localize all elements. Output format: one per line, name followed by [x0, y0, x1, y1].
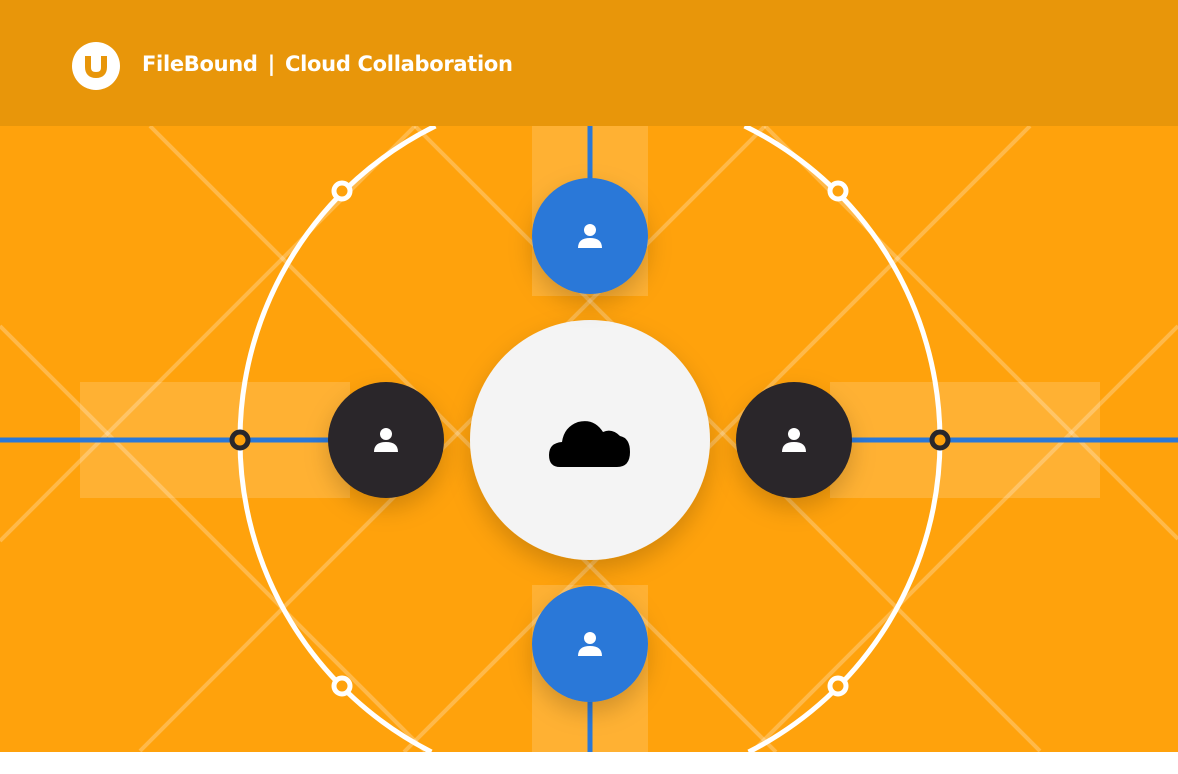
brand-logo	[72, 42, 120, 90]
brand-name: FileBound	[142, 52, 258, 76]
collaboration-diagram	[0, 126, 1178, 752]
logo-u-icon	[85, 56, 107, 78]
user-node-bottom	[532, 586, 648, 702]
subtitle: Cloud Collaboration	[285, 52, 513, 76]
user-node-right	[736, 382, 852, 498]
ring-node-left	[229, 429, 251, 451]
user-node-top	[532, 178, 648, 294]
user-node-left	[328, 382, 444, 498]
ring-nodes	[331, 180, 849, 697]
header-bar: FileBound | Cloud Collaboration	[0, 0, 1178, 126]
cloud-icon	[549, 421, 630, 467]
ring-node-right	[929, 429, 951, 451]
page-title: FileBound | Cloud Collaboration	[142, 52, 513, 76]
title-separator: |	[267, 52, 276, 76]
